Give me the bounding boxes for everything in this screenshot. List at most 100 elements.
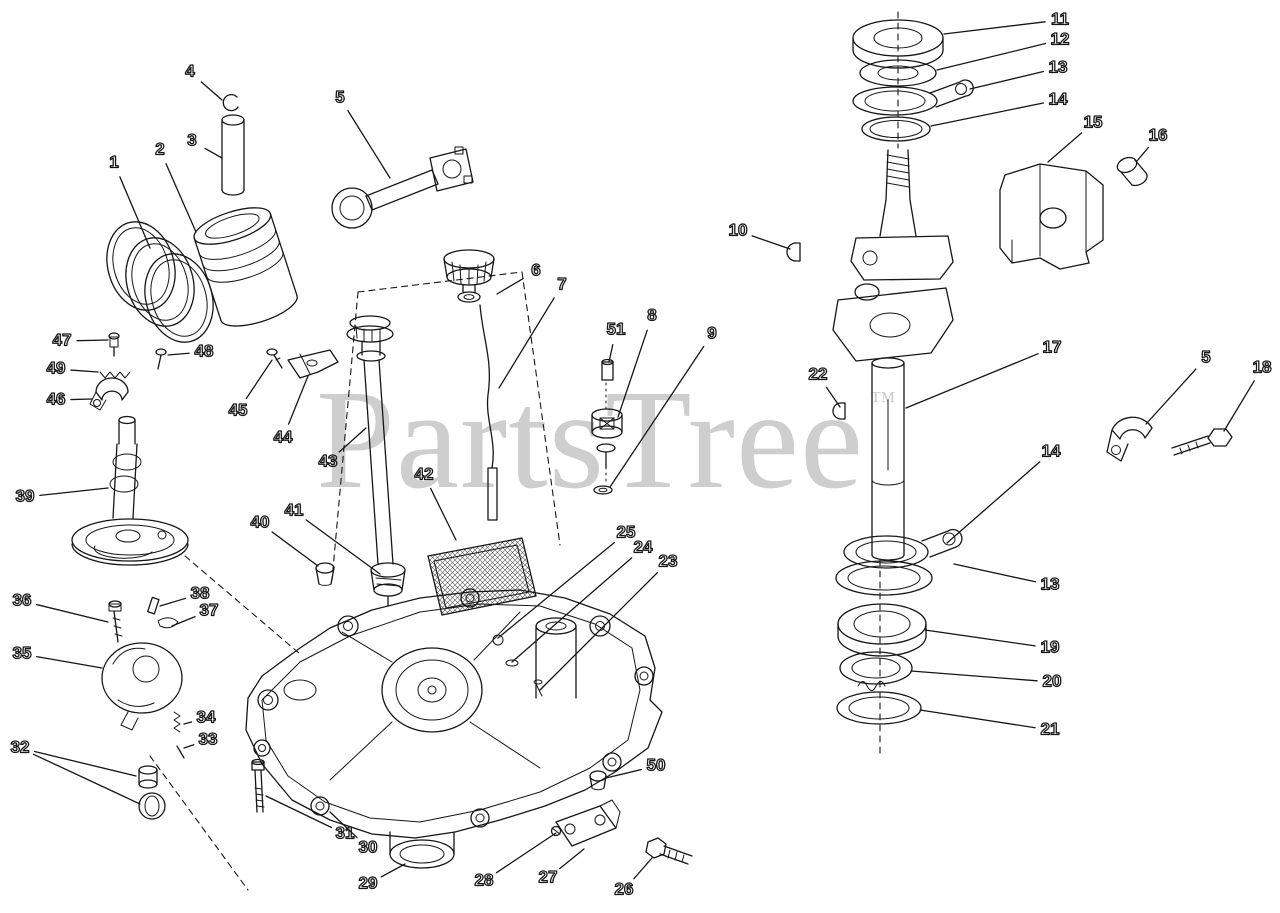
callout-label-5: 5 bbox=[335, 87, 344, 106]
callout-label-9: 9 bbox=[707, 323, 716, 342]
leader-line-35 bbox=[36, 655, 103, 669]
leader-line-48 bbox=[167, 352, 190, 356]
leader-line-8 bbox=[617, 329, 648, 418]
piston-ring-set-drawing bbox=[106, 221, 214, 343]
callout-label-10: 10 bbox=[729, 220, 748, 239]
leader-line-44 bbox=[287, 375, 309, 425]
callout-label-1: 1 bbox=[109, 152, 118, 171]
oil-cap-drawing bbox=[443, 249, 495, 303]
watermark-text: PartsTree bbox=[316, 360, 865, 518]
callout-label-48: 48 bbox=[195, 341, 214, 360]
leader-line-32 bbox=[33, 750, 137, 777]
callout-label-32: 32 bbox=[11, 737, 30, 756]
callout-label-7: 7 bbox=[557, 274, 566, 293]
leader-line-40 bbox=[271, 531, 319, 567]
callout-label-6: 6 bbox=[531, 260, 540, 279]
leader-line-14 bbox=[930, 102, 1044, 127]
callout-label-35: 35 bbox=[13, 643, 32, 662]
callout-label-41: 41 bbox=[285, 500, 304, 519]
leader-line-43 bbox=[338, 427, 367, 453]
leader-line-5 bbox=[347, 110, 391, 179]
callout-label-30: 30 bbox=[359, 837, 378, 856]
leader-line-12 bbox=[936, 42, 1047, 71]
callout-label-43: 43 bbox=[319, 451, 338, 470]
leader-line-33 bbox=[183, 744, 195, 749]
leader-line-4 bbox=[200, 81, 223, 101]
leader-line-6 bbox=[496, 277, 524, 295]
callout-label-50: 50 bbox=[647, 755, 666, 774]
rod-clamp-drawing bbox=[835, 528, 963, 596]
leader-line-46 bbox=[70, 398, 93, 401]
leader-line-10 bbox=[751, 235, 791, 250]
diagram-line-art: 1234567891011121314151617518141319202122… bbox=[10, 9, 1272, 899]
leader-line-26 bbox=[633, 857, 653, 880]
piston-pin-drawing bbox=[221, 114, 245, 196]
leader-line-51 bbox=[608, 344, 614, 363]
leader-line-49 bbox=[70, 369, 99, 373]
callout-label-17: 17 bbox=[1043, 337, 1062, 356]
breather-assembly-drawing bbox=[591, 358, 623, 495]
crankcase-drawing bbox=[245, 588, 663, 869]
leader-line-14 bbox=[946, 461, 1041, 544]
leader-line-28 bbox=[495, 832, 557, 874]
seal-ring-stack-drawing bbox=[836, 559, 927, 757]
oil-tube-drawing bbox=[315, 315, 406, 607]
leader-line-42 bbox=[429, 487, 457, 541]
leader-line-41 bbox=[305, 519, 381, 575]
callout-label-19: 19 bbox=[1041, 637, 1060, 656]
callout-label-16: 16 bbox=[1149, 125, 1168, 144]
callout-label-2: 2 bbox=[155, 139, 164, 158]
callout-label-20: 20 bbox=[1043, 671, 1062, 690]
bottom-hardware-drawing bbox=[251, 758, 693, 865]
callout-label-34: 34 bbox=[197, 707, 216, 726]
callout-label-51: 51 bbox=[607, 319, 626, 338]
callout-label-22: 22 bbox=[809, 364, 828, 383]
callout-label-46: 46 bbox=[47, 389, 66, 408]
callout-label-36: 36 bbox=[13, 590, 32, 609]
callout-label-25: 25 bbox=[617, 522, 636, 541]
leader-line-24 bbox=[511, 557, 633, 663]
callout-label-15: 15 bbox=[1084, 112, 1103, 131]
leader-line-29 bbox=[380, 863, 406, 878]
leader-line-18 bbox=[1223, 380, 1255, 432]
callout-label-40: 40 bbox=[251, 512, 270, 531]
bracket-drawing bbox=[999, 163, 1104, 270]
piston-drawing bbox=[193, 207, 298, 327]
leader-line-39 bbox=[39, 487, 109, 497]
callout-label-18: 18 bbox=[1253, 357, 1272, 376]
leader-line-25 bbox=[497, 541, 616, 639]
leader-line-15 bbox=[1047, 132, 1083, 163]
callout-label-26: 26 bbox=[615, 879, 634, 898]
callout-label-5: 5 bbox=[1201, 347, 1210, 366]
leader-line-9 bbox=[609, 345, 705, 488]
clamp-right-drawing bbox=[1106, 416, 1153, 462]
leader-line-13 bbox=[953, 563, 1036, 583]
callout-label-37: 37 bbox=[200, 600, 219, 619]
leader-line-5 bbox=[1145, 368, 1197, 425]
dipstick-drawing bbox=[479, 304, 498, 521]
leader-line-27 bbox=[559, 848, 585, 870]
leader-line-31 bbox=[265, 795, 333, 829]
leader-line-19 bbox=[924, 629, 1036, 647]
leader-line-13 bbox=[969, 70, 1045, 90]
connecting-rod-drawing bbox=[331, 146, 474, 229]
leader-line-20 bbox=[910, 670, 1038, 682]
leader-line-2 bbox=[165, 163, 197, 233]
callout-label-3: 3 bbox=[187, 130, 196, 149]
callout-label-12: 12 bbox=[1051, 29, 1070, 48]
callout-label-28: 28 bbox=[475, 870, 494, 889]
shift-parts-drawing bbox=[138, 765, 166, 820]
leader-line-50 bbox=[605, 768, 643, 779]
leader-line-17 bbox=[905, 353, 1039, 409]
callout-label-13: 13 bbox=[1049, 57, 1068, 76]
callout-label-39: 39 bbox=[16, 486, 35, 505]
leader-line-23 bbox=[539, 571, 659, 691]
callout-label-23: 23 bbox=[659, 551, 678, 570]
leader-line-36 bbox=[35, 603, 109, 623]
callout-label-45: 45 bbox=[229, 400, 248, 419]
callout-label-33: 33 bbox=[199, 729, 218, 748]
